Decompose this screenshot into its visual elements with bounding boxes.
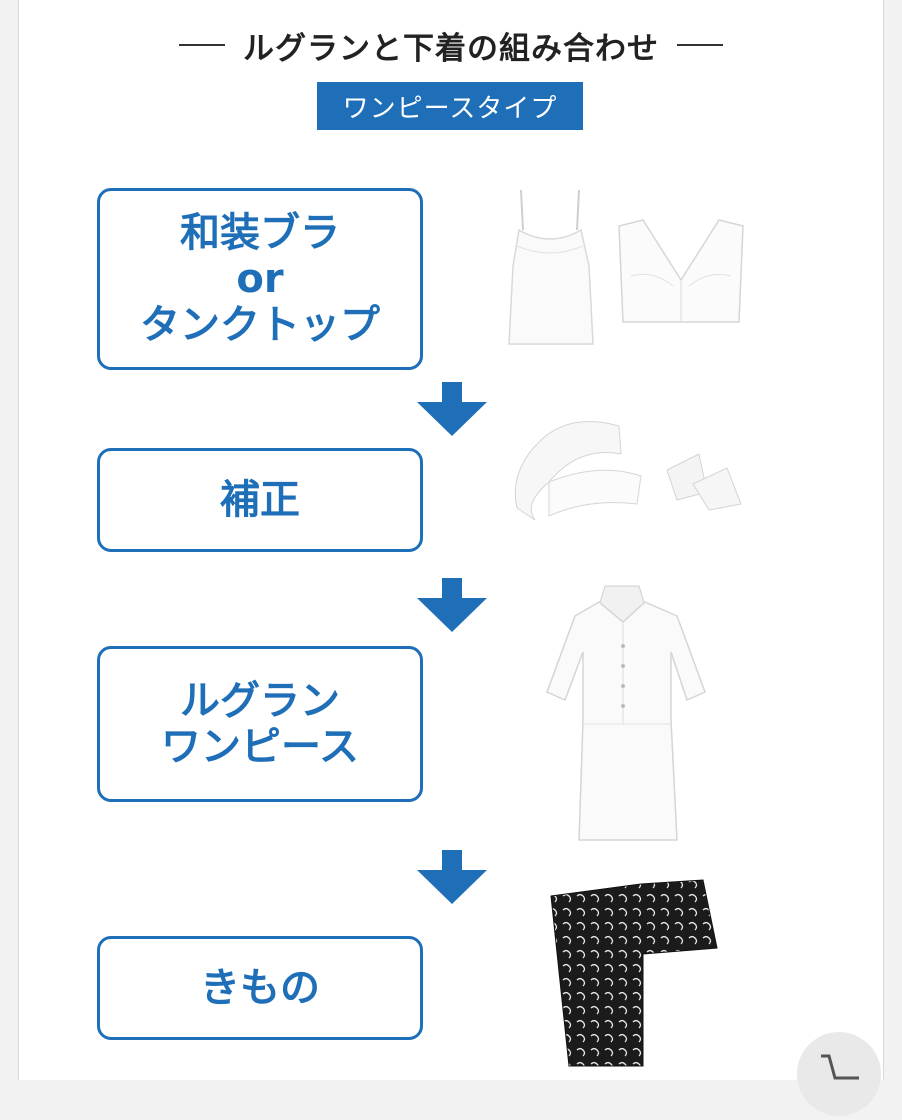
down-arrow-icon (417, 578, 487, 632)
step-box-legrand-onepiece: ルグラン ワンピース (97, 646, 423, 802)
heading-left-rule (179, 44, 225, 46)
step-label-line: or (236, 256, 284, 302)
content-page: ルグランと下着の組み合わせ ワンピースタイプ 和装ブラ or タンクトップ 補正 (18, 0, 884, 1116)
step-label-line: タンクトップ (140, 302, 380, 348)
heading-right-rule (677, 44, 723, 46)
step-label-line: ワンピース (161, 724, 359, 770)
tanktop-image (508, 189, 594, 345)
step-label-line: ルグラン (180, 678, 340, 724)
step-label-line: 補正 (220, 477, 300, 523)
step-label-line: きもの (200, 965, 320, 1011)
step-box-kimono: きもの (97, 936, 423, 1040)
hosei-pad-image (514, 421, 742, 521)
onepiece-image (546, 585, 706, 841)
step-box-bra-or-tanktop: 和装ブラ or タンクトップ (97, 188, 423, 370)
step-label-line: 和装ブラ (180, 210, 340, 256)
cart-button[interactable] (797, 1032, 881, 1116)
section-heading: ルグランと下着の組み合わせ (19, 22, 883, 68)
down-arrow-icon (417, 382, 487, 436)
down-arrow-icon (417, 850, 487, 904)
type-badge: ワンピースタイプ (317, 82, 583, 130)
kimono-image (550, 879, 718, 1067)
cart-icon (821, 1054, 859, 1080)
page-title: ルグランと下着の組み合わせ (243, 30, 659, 67)
wasou-bra-image (618, 219, 744, 323)
step-box-hosei: 補正 (97, 448, 423, 552)
